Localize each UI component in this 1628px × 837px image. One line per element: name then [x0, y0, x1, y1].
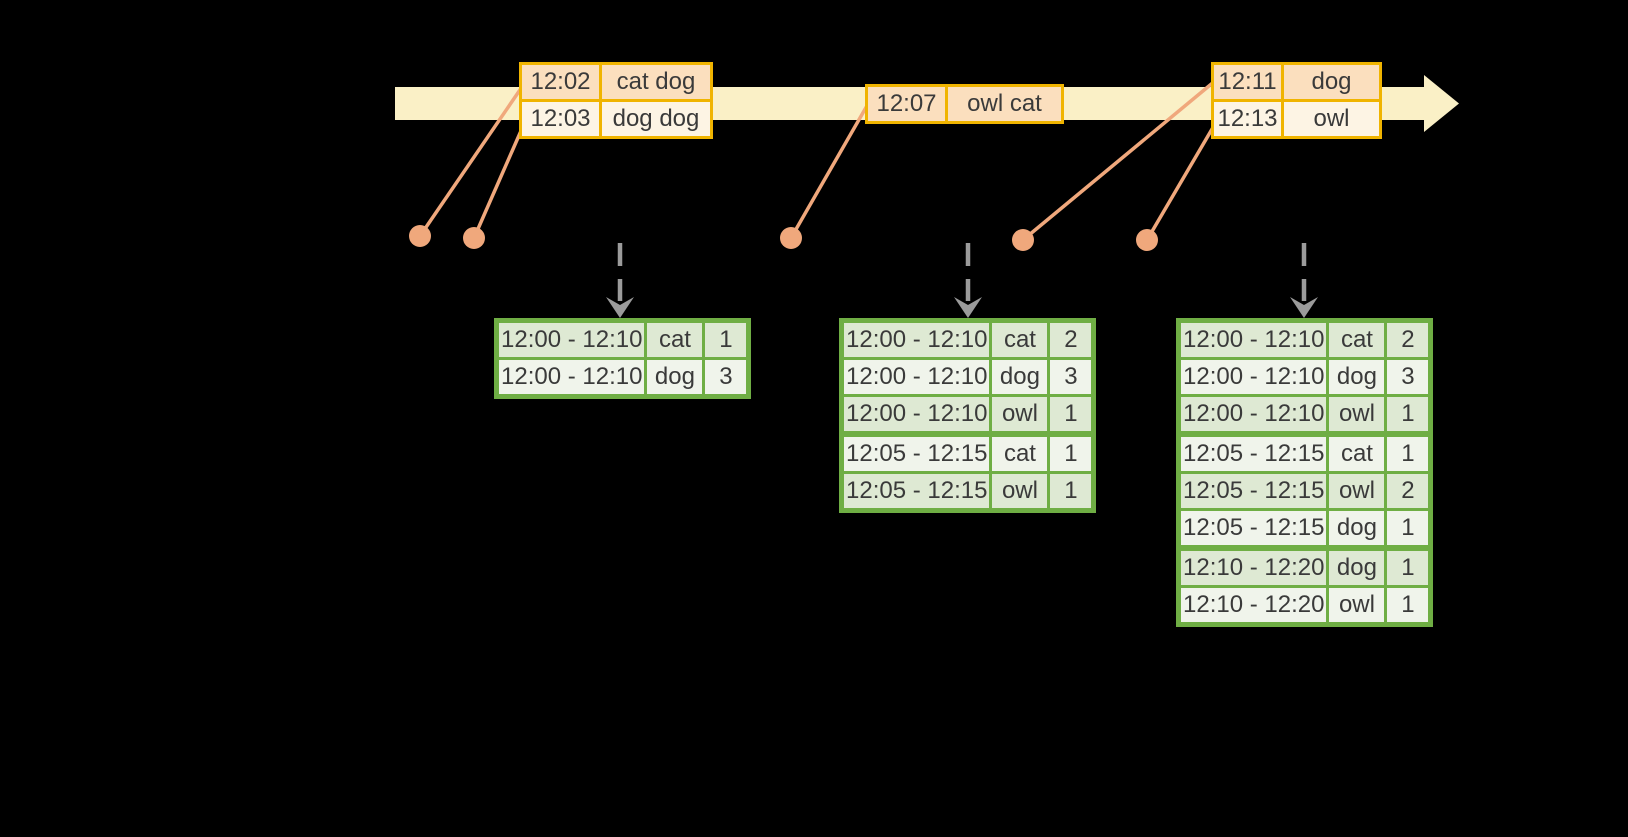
result-row: 12:05 - 12:15 owl 1: [839, 471, 1096, 512]
count-cell: 1: [1384, 394, 1433, 436]
result-table-1: 12:00 - 12:10 cat 1 12:00 - 12:10 dog 3: [494, 318, 752, 399]
event-time-dot: [1012, 229, 1034, 251]
result-row: 12:00 - 12:10 dog 3: [839, 357, 1096, 397]
result-row: 12:00 - 12:10 owl 1: [1176, 394, 1433, 436]
word-cell: owl: [989, 394, 1051, 436]
event-row: 12:07 owl cat: [865, 84, 1064, 124]
word-cell: cat: [989, 319, 1051, 360]
event-words-cell: dog dog: [599, 99, 713, 139]
count-cell: 3: [702, 357, 751, 398]
window-cell: 12:00 - 12:10: [494, 357, 648, 398]
count-cell: 1: [1384, 508, 1433, 550]
count-cell: 1: [1047, 471, 1096, 512]
event-words-cell: cat dog: [599, 62, 713, 102]
word-cell: owl: [1326, 585, 1388, 626]
event-time-dot: [409, 225, 431, 247]
result-row: 12:05 - 12:15 dog 1: [1176, 508, 1433, 550]
result-row: 12:00 - 12:10 dog 3: [1176, 357, 1433, 397]
result-row: 12:00 - 12:10 cat 1: [494, 319, 751, 360]
word-cell: dog: [1326, 545, 1388, 588]
event-table-1: 12:02 cat dog 12:03 dog dog: [519, 62, 713, 139]
window-cell: 12:05 - 12:15: [1176, 471, 1330, 511]
word-cell: owl: [1326, 471, 1388, 511]
trigger-arrow-icon: [606, 243, 634, 318]
count-cell: 1: [1384, 585, 1433, 626]
result-row: 12:00 - 12:10 cat 2: [839, 319, 1096, 360]
window-cell: 12:05 - 12:15: [1176, 508, 1330, 550]
window-cell: 12:00 - 12:10: [839, 319, 993, 360]
result-row: 12:05 - 12:15 cat 1: [1176, 431, 1433, 474]
result-row: 12:05 - 12:15 cat 1: [839, 431, 1096, 474]
event-table-3: 12:11 dog 12:13 owl: [1211, 62, 1382, 139]
trigger-arrow-icon: [954, 243, 982, 318]
count-cell: 2: [1384, 319, 1433, 360]
event-row: 12:02 cat dog: [519, 62, 713, 102]
count-cell: 2: [1047, 319, 1096, 360]
event-time-cell: 12:02: [519, 62, 602, 102]
count-cell: 1: [1047, 431, 1096, 474]
window-cell: 12:05 - 12:15: [839, 431, 993, 474]
event-row: 12:11 dog: [1211, 62, 1382, 102]
word-cell: dog: [1326, 357, 1388, 397]
event-connector-line: [1021, 79, 1217, 242]
word-cell: cat: [1326, 431, 1388, 474]
window-cell: 12:05 - 12:15: [839, 471, 993, 512]
event-time-cell: 12:13: [1211, 99, 1284, 139]
event-connector-line: [1145, 123, 1217, 241]
trigger-arrow-icon: [1290, 243, 1318, 318]
event-words-cell: dog: [1281, 62, 1382, 102]
window-cell: 12:05 - 12:15: [1176, 431, 1330, 474]
event-table-2: 12:07 owl cat: [865, 84, 1064, 124]
count-cell: 1: [702, 319, 751, 360]
count-cell: 1: [1384, 545, 1433, 588]
word-cell: dog: [1326, 508, 1388, 550]
window-cell: 12:00 - 12:10: [839, 394, 993, 436]
event-time-dot: [463, 227, 485, 249]
word-cell: cat: [644, 319, 706, 360]
result-row: 12:05 - 12:15 owl 2: [1176, 471, 1433, 511]
window-cell: 12:00 - 12:10: [494, 319, 648, 360]
result-row: 12:10 - 12:20 owl 1: [1176, 585, 1433, 626]
event-connector-line: [472, 123, 526, 239]
timeline-arrowhead-icon: [1424, 75, 1459, 132]
window-cell: 12:00 - 12:10: [1176, 319, 1330, 360]
window-cell: 12:00 - 12:10: [1176, 394, 1330, 436]
window-cell: 12:00 - 12:10: [1176, 357, 1330, 397]
window-cell: 12:10 - 12:20: [1176, 545, 1330, 588]
event-time-cell: 12:11: [1211, 62, 1284, 102]
event-time-cell: 12:03: [519, 99, 602, 139]
result-table-2: 12:00 - 12:10 cat 2 12:00 - 12:10 dog 3 …: [839, 318, 1097, 513]
count-cell: 2: [1384, 471, 1433, 511]
event-words-cell: owl cat: [945, 84, 1064, 124]
result-table-3: 12:00 - 12:10 cat 2 12:00 - 12:10 dog 3 …: [1176, 318, 1434, 627]
count-cell: 1: [1047, 394, 1096, 436]
event-connector-line: [418, 83, 526, 237]
word-cell: owl: [1326, 394, 1388, 436]
event-row: 12:03 dog dog: [519, 99, 713, 139]
word-cell: owl: [989, 471, 1051, 512]
word-cell: dog: [989, 357, 1051, 397]
word-cell: dog: [644, 357, 706, 398]
word-cell: cat: [1326, 319, 1388, 360]
result-row: 12:10 - 12:20 dog 1: [1176, 545, 1433, 588]
result-row: 12:00 - 12:10 dog 3: [494, 357, 751, 398]
event-time-dot: [780, 227, 802, 249]
event-row: 12:13 owl: [1211, 99, 1382, 139]
word-cell: cat: [989, 431, 1051, 474]
event-words-cell: owl: [1281, 99, 1382, 139]
window-cell: 12:10 - 12:20: [1176, 585, 1330, 626]
result-row: 12:00 - 12:10 cat 2: [1176, 319, 1433, 360]
count-cell: 3: [1384, 357, 1433, 397]
result-row: 12:00 - 12:10 owl 1: [839, 394, 1096, 436]
event-connector-line: [789, 103, 870, 239]
window-cell: 12:00 - 12:10: [839, 357, 993, 397]
count-cell: 3: [1047, 357, 1096, 397]
event-time-cell: 12:07: [865, 84, 948, 124]
event-time-dot: [1136, 229, 1158, 251]
count-cell: 1: [1384, 431, 1433, 474]
